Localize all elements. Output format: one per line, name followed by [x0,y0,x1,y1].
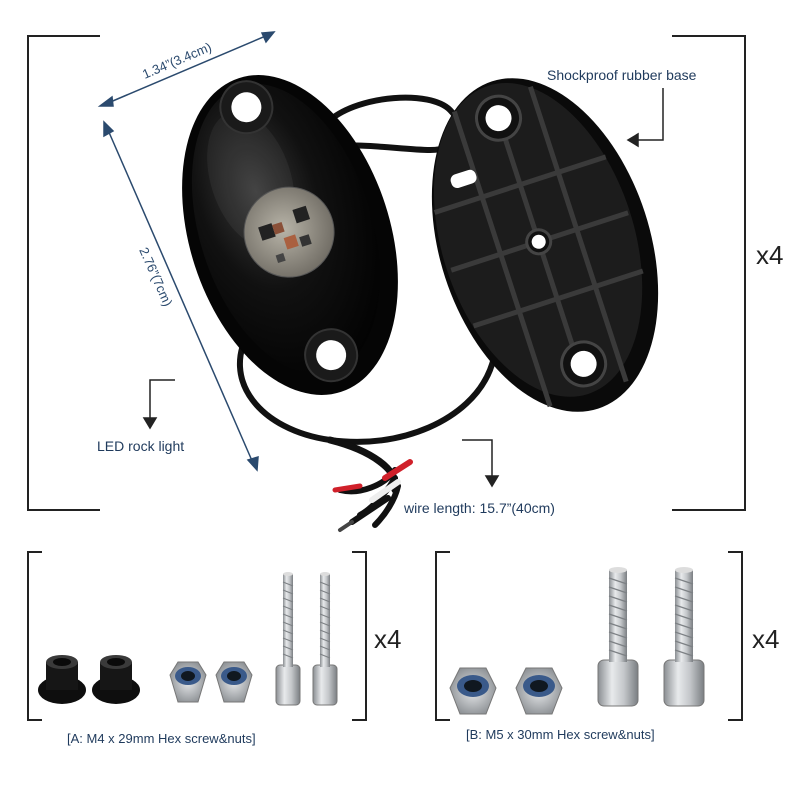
hex-socket-screw-icon [275,572,301,706]
led-rock-light-label: LED rock light [97,438,185,454]
quantity-kit-b: x4 [752,624,780,654]
wire-ends [332,459,413,532]
kit-b-bracket [435,551,743,721]
lock-nut-icon [169,661,207,703]
quantity-kit-a: x4 [374,624,402,654]
hex-socket-screw-icon [312,572,338,706]
base-callout-line [626,88,664,148]
wire-length-label: wire length: 15.7”(40cm) [404,500,555,516]
lock-nut-icon [215,661,253,703]
kit-a-caption: [A: M4 x 29mm Hex screw&nuts] [67,731,256,746]
rubber-base-icon [431,78,659,412]
width-dimension-arrow [97,31,276,107]
lock-nut-icon [449,667,497,715]
lock-nut-icon [515,667,563,715]
spacer-bushing-icon [38,655,86,704]
wire-callout-line [462,439,500,488]
height-dimension-arrow [103,120,259,472]
led-rock-light-icon [182,75,398,395]
quantity-top: x4 [756,240,784,270]
hex-socket-screw-icon [663,567,705,707]
led-callout-line [142,379,175,430]
rubber-base-label: Shockproof rubber base [547,67,697,83]
hex-socket-screw-icon [597,567,639,707]
kit-a-bracket [27,551,367,721]
kit-b-caption: [B: M5 x 30mm Hex screw&nuts] [466,727,655,742]
top-bracket [27,35,746,511]
spacer-bushing-icon [92,655,140,704]
